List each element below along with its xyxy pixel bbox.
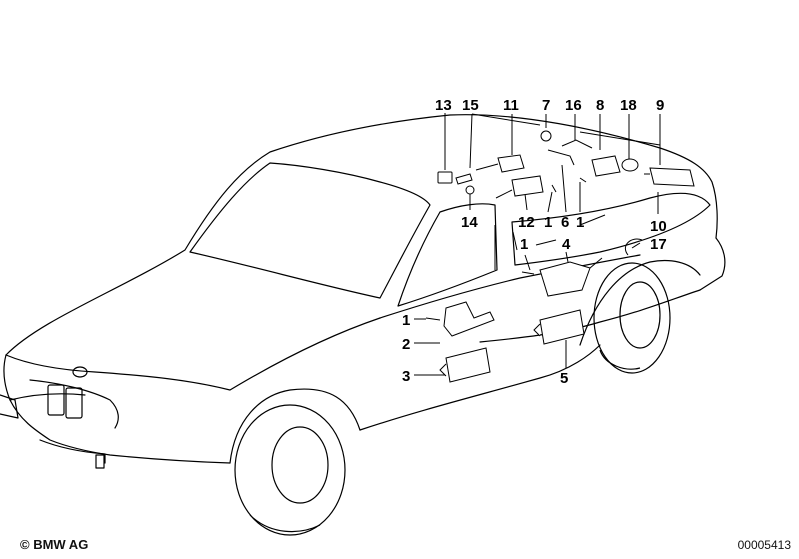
callout-11: 11 xyxy=(503,97,519,114)
part-17 xyxy=(624,238,643,256)
callout-5: 5 xyxy=(560,370,568,387)
part-13 xyxy=(437,171,453,184)
callout-1a: 1 xyxy=(544,214,552,231)
callout-15: 15 xyxy=(462,97,479,114)
callout-7: 7 xyxy=(542,97,550,114)
part-4 xyxy=(539,257,603,297)
callout-12: 12 xyxy=(518,214,535,231)
callout-3: 3 xyxy=(402,368,410,385)
part-1-screw-c xyxy=(521,271,535,275)
callout-2: 2 xyxy=(402,336,410,353)
part-1-screw-b xyxy=(579,177,587,183)
callout-14: 14 xyxy=(461,214,478,231)
callout-10: 10 xyxy=(650,218,667,235)
rear-wheel xyxy=(593,262,671,374)
part-18 xyxy=(621,158,639,172)
front-wheel xyxy=(234,404,346,536)
part-12 xyxy=(495,175,544,199)
car-outline xyxy=(0,114,726,469)
part-16 xyxy=(561,139,593,149)
callout-8: 8 xyxy=(596,97,604,114)
callout-1b: 1 xyxy=(576,214,584,231)
part-8 xyxy=(591,155,621,177)
callout-6: 6 xyxy=(561,214,569,231)
part-2 xyxy=(443,301,495,337)
part-11 xyxy=(475,154,525,173)
copyright-label: © BMW AG xyxy=(20,537,89,552)
parts xyxy=(425,130,695,383)
callout-1c: 1 xyxy=(520,236,528,253)
callout-9: 9 xyxy=(656,97,664,114)
callout-13: 13 xyxy=(435,97,452,114)
part-6 xyxy=(547,149,575,166)
drawing-number: 00005413 xyxy=(737,538,791,552)
part-5 xyxy=(533,309,585,345)
part-1-screw-d xyxy=(425,317,441,321)
part-7 xyxy=(540,130,552,142)
part-15 xyxy=(455,173,473,185)
callout-labels: 13 15 11 7 16 8 18 9 14 12 1 6 1 10 1 4 … xyxy=(402,97,667,387)
callout-17: 17 xyxy=(650,236,667,253)
part-14 xyxy=(465,185,475,195)
callout-1d: 1 xyxy=(402,312,410,329)
part-3 xyxy=(439,347,491,383)
leader-lines xyxy=(414,113,661,376)
callout-16: 16 xyxy=(565,97,582,114)
part-1-screw xyxy=(551,184,557,193)
callout-18: 18 xyxy=(620,97,637,114)
part-9 xyxy=(644,167,695,187)
callout-4: 4 xyxy=(562,236,571,253)
